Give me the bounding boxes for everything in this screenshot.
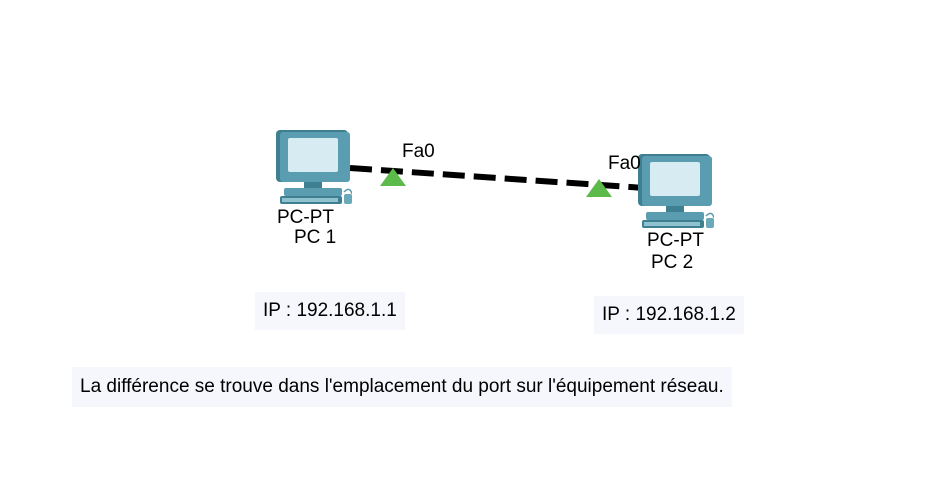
link-line	[349, 165, 646, 191]
pc-1-port-label: Fa0	[402, 141, 435, 162]
note-text: La différence se trouve dans l'emplaceme…	[72, 367, 732, 407]
pc-icon	[638, 154, 714, 228]
pc-1-name-label: PC 1	[294, 227, 337, 248]
pc-icon	[276, 130, 352, 204]
pc-1-device[interactable]	[270, 126, 352, 208]
pc-2-device[interactable]	[632, 150, 714, 232]
pc-2-port-label: Fa0	[608, 153, 641, 174]
pc-2-ip-label: IP : 192.168.1.2	[594, 296, 744, 334]
pc-2-name-label: PC 2	[651, 252, 694, 273]
pc-2-model-label: PC-PT	[647, 230, 704, 251]
port-up-icon	[379, 167, 407, 187]
pc-1-model-label: PC-PT	[277, 207, 334, 228]
pc-1-ip-label: IP : 192.168.1.1	[255, 292, 405, 330]
port-up-icon	[585, 178, 613, 198]
